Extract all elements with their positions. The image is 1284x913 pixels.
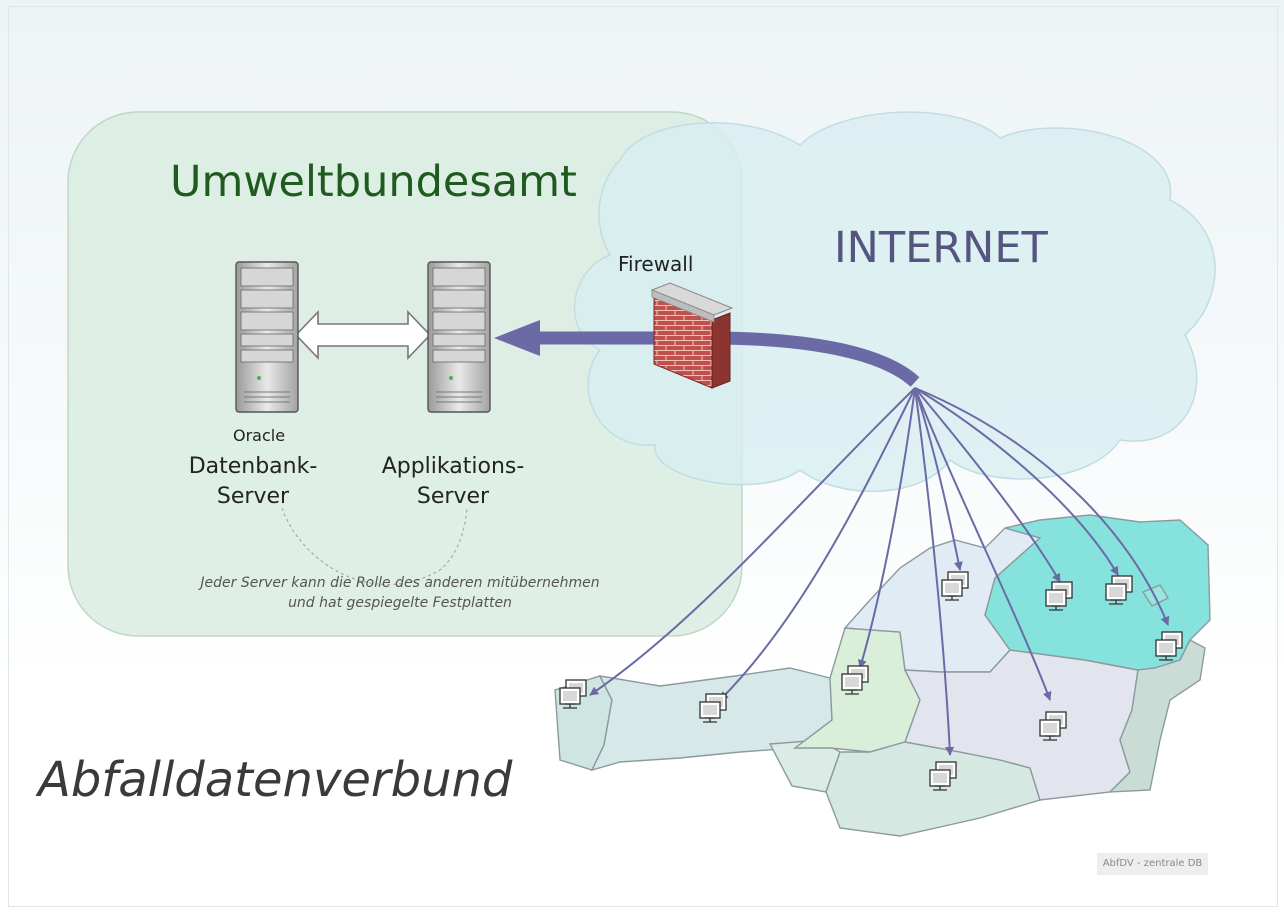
slide-tag: AbfDV - zentrale DB [1097,853,1208,875]
internet-link-arrowhead [494,320,540,356]
firewall-icon [650,282,734,389]
internet-zone-title: INTERNET [834,223,1048,273]
mirror-note-line1: Jeder Server kann die Rolle des anderen … [200,575,600,591]
db-server-icon [235,261,299,413]
app-server-label: Applikations- Server [368,452,538,512]
client-computer-icon [1039,711,1067,741]
uba-zone-title: Umweltbundesamt [170,157,577,207]
internet-cloud [573,111,1216,493]
client-computer-icon [1105,575,1133,605]
mirror-connector [281,507,468,586]
distribution-lines [589,387,1170,756]
mirror-note: Jeder Server kann die Rolle des anderen … [160,573,640,613]
client-computer-icon [929,761,957,791]
client-computer-icon [699,693,727,723]
client-computer-icon [841,665,869,695]
client-computer-icon [559,679,587,709]
db-server-label-line2: Server [216,484,290,509]
firewall-label: Firewall [618,252,694,276]
client-computer-icon [1155,631,1183,661]
app-server-label-line2: Server [416,484,490,509]
client-workstations [559,571,1183,791]
main-title: Abfalldatenverbund [38,752,513,808]
region-burgenland [1108,639,1206,793]
app-server-label-line1: Applikations- [381,454,525,479]
client-computer-icon [1045,581,1073,611]
db-server-label-line1: Datenbank- [188,454,318,479]
db-server-label: Datenbank- Server [178,452,328,512]
app-server-icon [427,261,491,413]
oracle-label: Oracle [233,426,286,445]
mirror-note-line2: und hat gespiegelte Festplatten [288,595,512,611]
client-computer-icon [941,571,969,601]
